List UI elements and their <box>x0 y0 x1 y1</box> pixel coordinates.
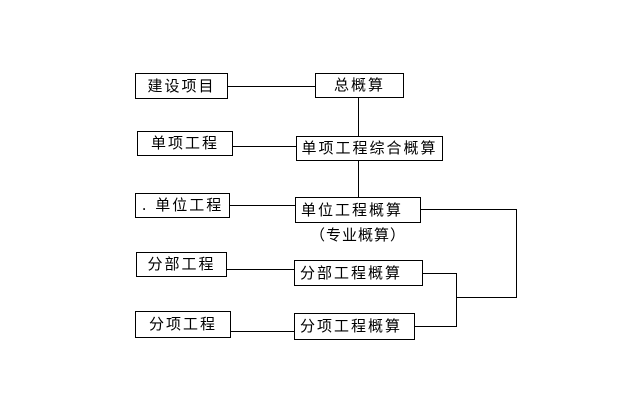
node-total-estimate: 总概算 <box>315 73 404 98</box>
connector-item-to-item-estimate <box>231 331 294 332</box>
connector-item-estimate-right <box>415 326 457 327</box>
node-single-project: 单项工程 <box>137 131 233 156</box>
node-item-work-estimate: 分项工程概算 <box>294 313 415 340</box>
connector-total-to-comprehensive <box>358 98 359 136</box>
connector-single-to-comprehensive <box>233 146 296 147</box>
connector-construction-to-total <box>228 86 315 87</box>
node-single-project-comprehensive-estimate: 单项工程综合概算 <box>296 136 443 161</box>
connector-bracket-middle <box>456 297 517 298</box>
node-division-work-estimate: 分部工程概算 <box>294 260 423 286</box>
connector-unit-to-unit-estimate <box>230 205 295 206</box>
connector-unit-estimate-right <box>421 209 517 210</box>
node-division-work: 分部工程 <box>136 252 227 277</box>
node-unit-project-estimate: 单位工程概算 <box>295 197 421 223</box>
connector-bracket-inner-vertical <box>456 273 457 327</box>
connector-division-estimate-right <box>423 273 457 274</box>
connector-bracket-outer-vertical <box>516 209 517 298</box>
annotation-specialty-estimate: （专业概算） <box>309 226 406 244</box>
node-item-work: 分项工程 <box>135 311 231 338</box>
connector-comprehensive-to-unit-estimate <box>358 161 359 197</box>
node-construction-project: 建设项目 <box>135 73 228 99</box>
node-unit-project: . 单位工程 <box>135 193 230 218</box>
connector-division-to-division-estimate <box>227 269 294 270</box>
